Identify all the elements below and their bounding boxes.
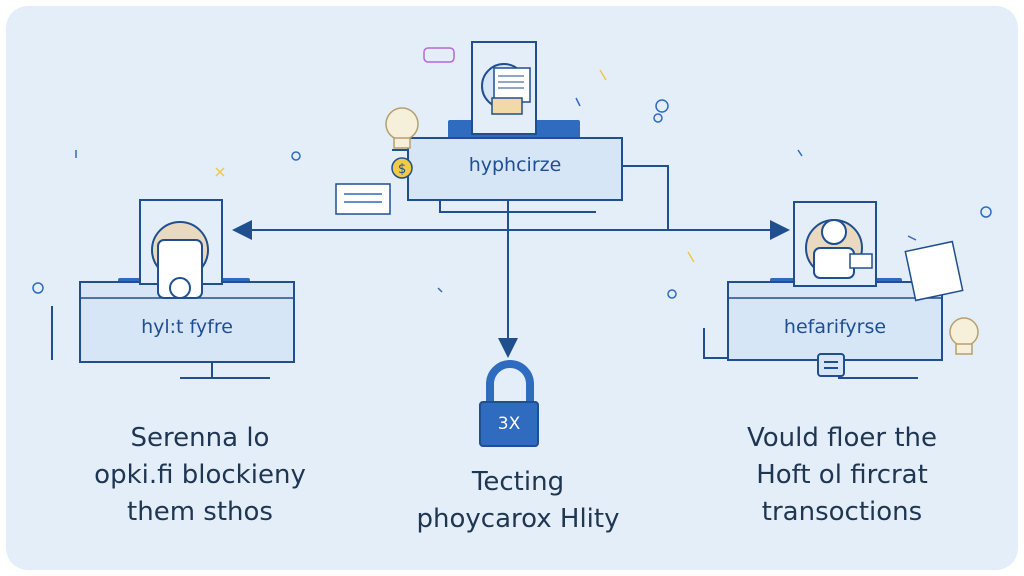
- connectors: [180, 149, 918, 379]
- caption-center: Tecting phoycarox Hlity: [388, 464, 648, 538]
- connector-top-bottom: [439, 200, 596, 213]
- lock-icon: [479, 360, 539, 447]
- top-node: [407, 41, 623, 201]
- document-icon: [335, 183, 391, 215]
- left-node: [51, 199, 295, 363]
- lightbulb-icon: [949, 317, 979, 355]
- right-node-label: hefarifyrse: [783, 316, 887, 338]
- svg-text:$: $: [398, 162, 406, 177]
- caption-right: Vould floer the Hoft ol fircrat transoct…: [712, 420, 972, 531]
- document-icon: [904, 240, 964, 302]
- caption-line: transoctions: [761, 497, 923, 527]
- caption-line: phoycarox Hlity: [416, 504, 620, 534]
- connector-top-right: [622, 165, 669, 230]
- person-icon: [151, 221, 209, 299]
- dollar-icon: $: [391, 157, 413, 179]
- caption-line: Vould floer the: [746, 423, 938, 453]
- decorations: $: [32, 47, 992, 355]
- caption-line: Serenna lo: [130, 423, 270, 453]
- left-node-label: hyl:t fyfre: [141, 316, 233, 338]
- storage-icon: [817, 353, 845, 377]
- lock-label: 3X: [497, 414, 521, 434]
- tag-icon: [423, 47, 455, 63]
- caption-line: opki.fi blockieny: [94, 460, 306, 490]
- person-icon: [481, 63, 531, 115]
- caption-left: Serenna lo opki.fi blockieny them sthos: [70, 420, 330, 531]
- caption-line: them sthos: [127, 497, 273, 527]
- person-icon: [805, 219, 873, 279]
- caption-line: Hoft ol fircrat: [756, 460, 928, 490]
- right-node: [727, 201, 943, 377]
- top-node-label: hyphcirze: [468, 154, 562, 176]
- caption-line: Tecting: [471, 467, 565, 497]
- lightbulb-icon: [385, 107, 419, 149]
- connector-right-side: [703, 328, 728, 359]
